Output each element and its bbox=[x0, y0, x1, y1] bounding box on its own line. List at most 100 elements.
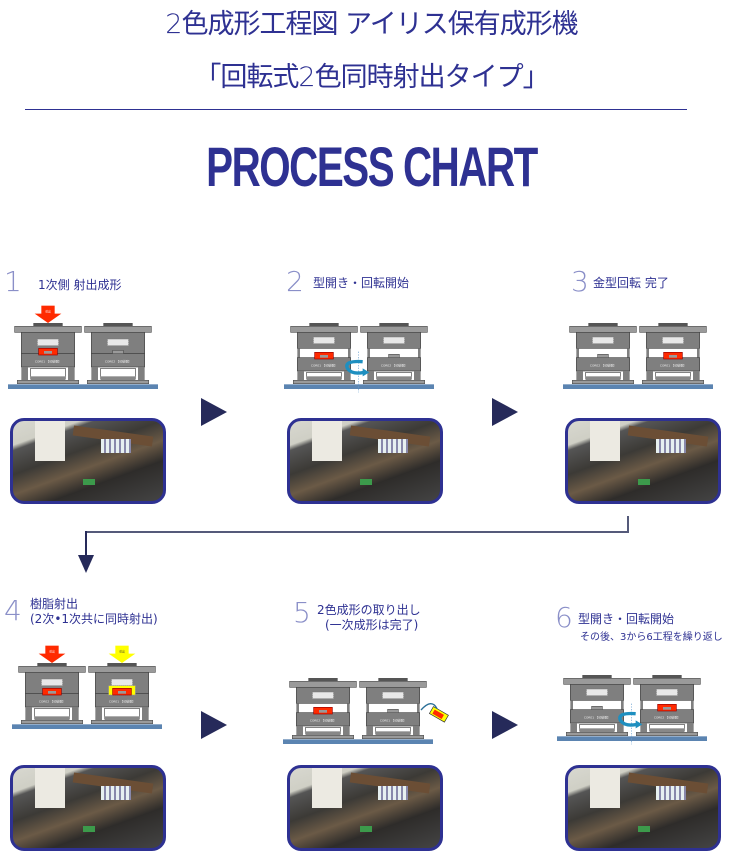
machine-leg bbox=[367, 371, 374, 382]
mold-machine: CORE1 【可動側】射出 bbox=[88, 645, 156, 724]
core-pin bbox=[388, 354, 400, 358]
tie-bar bbox=[640, 700, 643, 710]
step-number: 5 bbox=[293, 596, 311, 629]
machine-leg bbox=[366, 726, 373, 737]
mold-machine: CORE1 【可動側】 bbox=[359, 678, 449, 739]
machine-top-cap bbox=[658, 323, 688, 327]
machine-top-plate bbox=[14, 326, 82, 333]
machine-base-plate bbox=[292, 735, 354, 739]
step-label: 型開き・回転開始 bbox=[578, 612, 675, 626]
machine-rail bbox=[579, 728, 615, 733]
machine-top-plate bbox=[290, 326, 358, 333]
core-pin bbox=[669, 355, 677, 358]
machine-base-bar bbox=[8, 384, 158, 389]
machine-base-plate bbox=[636, 732, 698, 736]
core-pin bbox=[48, 691, 56, 694]
step-number: 4 bbox=[4, 594, 22, 627]
machine-leg bbox=[693, 371, 700, 382]
mold-cavity bbox=[656, 688, 678, 696]
core-label: CORE1 【可動側】 bbox=[584, 714, 610, 719]
mold-cavity bbox=[312, 691, 334, 699]
machine-photo bbox=[10, 418, 166, 504]
machine-leg bbox=[297, 371, 304, 382]
machine-base-plate bbox=[17, 380, 79, 384]
mold-cavity bbox=[37, 338, 59, 346]
mold-machine: CORE1 【可動側】 bbox=[639, 323, 707, 384]
title-line-2: 「回転式2色同時射出タイプ」 bbox=[194, 62, 549, 93]
core-label: CORE1 【可動側】 bbox=[311, 362, 337, 367]
connector-line-down bbox=[85, 531, 87, 557]
rotate-arrow-icon bbox=[618, 711, 643, 729]
mold-cavity bbox=[592, 336, 614, 344]
core-pin bbox=[663, 707, 671, 710]
core-label: CORE1 【可動側】 bbox=[109, 698, 135, 703]
machine-base-bar bbox=[12, 724, 162, 729]
injection-label: 射出 bbox=[119, 649, 125, 653]
tie-bar bbox=[691, 700, 694, 710]
step-sublabel: (一次成形は完了) bbox=[325, 618, 419, 632]
machine-leg bbox=[72, 707, 79, 722]
core-label: CORE1 【可動側】 bbox=[660, 362, 686, 367]
machine-photo bbox=[10, 765, 166, 851]
tie-bar bbox=[296, 703, 299, 713]
tie-bar bbox=[646, 348, 649, 358]
core-label: CORE1 【可動側】 bbox=[380, 717, 406, 722]
machine-top-cap bbox=[378, 678, 408, 682]
connector-line-vertical bbox=[627, 516, 629, 532]
machine-diagram: CORE1 【可動側】 CORE2 【可動側】 bbox=[557, 675, 707, 745]
machine-leg bbox=[646, 371, 653, 382]
tie-bar bbox=[417, 703, 420, 713]
tie-bar bbox=[576, 348, 579, 358]
core-label: CORE2 【可動側】 bbox=[39, 698, 65, 703]
machine-leg bbox=[344, 371, 351, 382]
machine-base-plate bbox=[363, 380, 425, 384]
machine-leg bbox=[343, 726, 350, 737]
mold-cavity bbox=[107, 338, 129, 346]
machine-base-bar bbox=[283, 739, 433, 744]
machine-leg bbox=[570, 723, 577, 734]
machine-leg bbox=[687, 723, 694, 734]
core-pin bbox=[591, 706, 603, 710]
tie-bar bbox=[627, 348, 630, 358]
machine-leg bbox=[68, 367, 75, 382]
mold-machine: CORE2 【可動側】 bbox=[633, 675, 701, 736]
connector-line-horizontal bbox=[85, 531, 629, 533]
machine-base-plate bbox=[293, 380, 355, 384]
core-label: CORE2 【可動側】 bbox=[310, 717, 336, 722]
machine-leg bbox=[413, 726, 420, 737]
machine-leg bbox=[296, 726, 303, 737]
machine-rail bbox=[649, 728, 685, 733]
injection-arrow-icon: 射出 bbox=[108, 645, 136, 663]
machine-top-cap bbox=[582, 675, 612, 679]
step-label: 樹脂射出 bbox=[30, 597, 79, 611]
core-label: CORE2 【可動側】 bbox=[590, 362, 616, 367]
core-label: CORE1 【可動側】 bbox=[35, 358, 61, 363]
step-number: 3 bbox=[571, 265, 589, 298]
machine-base-plate bbox=[362, 735, 424, 739]
mold-machine: CORE1 【可動側】 bbox=[290, 323, 358, 384]
machine-leg bbox=[95, 707, 102, 722]
injection-arrow-icon: 射出 bbox=[38, 645, 66, 663]
tie-bar bbox=[621, 700, 624, 710]
core-label: CORE2 【可動側】 bbox=[105, 358, 131, 363]
step-label: 金型回転 完了 bbox=[593, 276, 669, 290]
mold-cavity bbox=[382, 691, 404, 699]
tie-bar bbox=[697, 348, 700, 358]
mold-machine: CORE2 【可動側】 bbox=[360, 323, 428, 384]
machine-rail bbox=[305, 731, 341, 736]
machine-leg bbox=[623, 371, 630, 382]
flow-arrow-5-6 bbox=[492, 711, 518, 739]
machine-diagram: CORE2 【可動側】 CORE1 【可動側】 bbox=[563, 323, 713, 389]
tie-bar bbox=[418, 348, 421, 358]
step-sublabel: その後、3から6工程を繰り返し bbox=[580, 632, 723, 643]
machine-top-plate bbox=[639, 326, 707, 333]
machine-top-cap bbox=[652, 675, 682, 679]
mold-cavity bbox=[383, 336, 405, 344]
tie-bar bbox=[367, 348, 370, 358]
core-pin bbox=[320, 355, 328, 358]
machine-base-plate bbox=[87, 380, 149, 384]
machine-rail bbox=[306, 376, 342, 381]
flow-arrow-4-5 bbox=[201, 711, 227, 739]
